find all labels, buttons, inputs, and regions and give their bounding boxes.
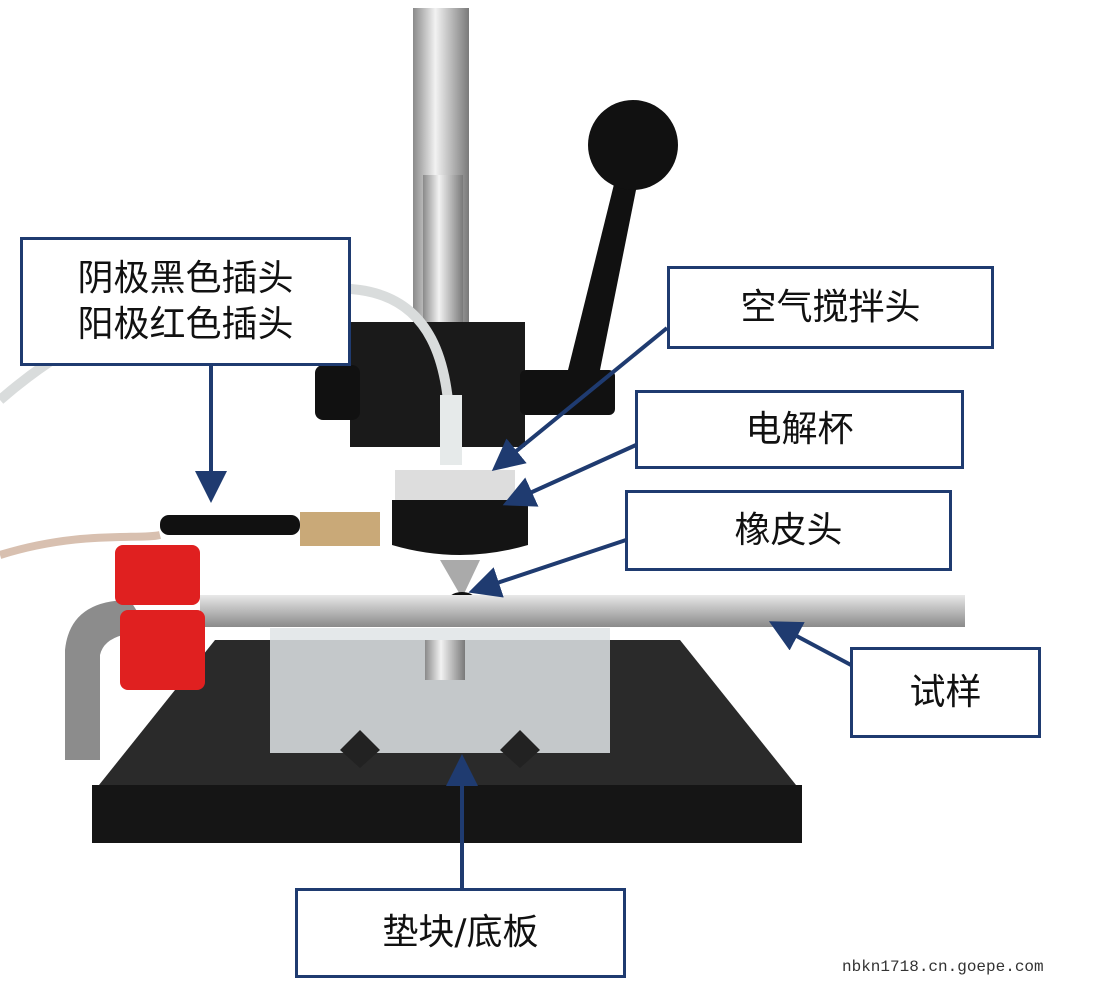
label-electrodes: 阴极黑色插头 阳极红色插头 <box>20 237 351 366</box>
arrow-cell <box>502 443 637 507</box>
label-cathode-plug: 阴极黑色插头 <box>77 257 294 299</box>
label-specimen: 试样 <box>850 647 1041 738</box>
arrow-specimen <box>768 621 852 667</box>
specimen-bar <box>200 595 965 627</box>
arrow-air-stirrer <box>491 326 669 472</box>
label-text: 电解杯 <box>745 408 854 450</box>
label-anode-plug: 阳极红色插头 <box>77 303 294 345</box>
label-text: 垫块/底板 <box>382 912 539 953</box>
label-air-stirrer: 空气搅拌头 <box>667 266 994 349</box>
label-text: 橡皮头 <box>734 509 843 551</box>
label-text: 空气搅拌头 <box>740 286 921 328</box>
red-clip <box>115 545 200 605</box>
label-base: 垫块/底板 <box>295 888 626 978</box>
label-rubber-tip: 橡皮头 <box>625 490 952 571</box>
label-text: 试样 <box>909 671 982 713</box>
label-cell: 电解杯 <box>635 390 964 469</box>
watermark: nbkn1718.cn.goepe.com <box>842 958 1044 976</box>
handle-knob <box>588 100 678 190</box>
arrow-rubber-tip <box>468 538 627 598</box>
